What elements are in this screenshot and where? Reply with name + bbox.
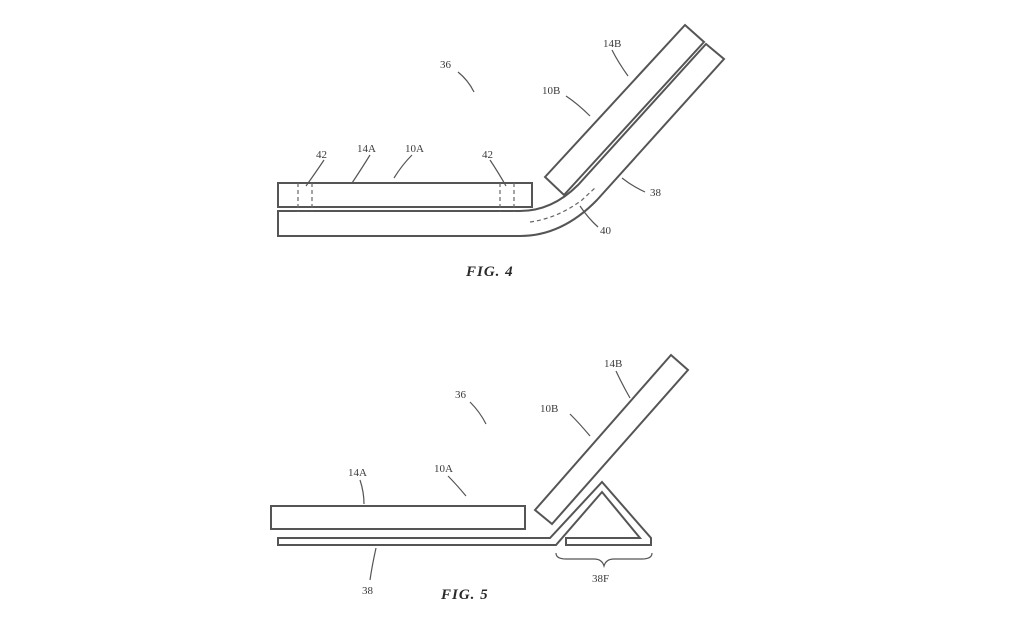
caption-fig4: FIG. 4 (465, 264, 514, 280)
leader-14a-fig5 (359, 479, 365, 505)
label-36-fig5: 36 (455, 389, 467, 401)
label-10b-fig4: 10B (542, 85, 560, 97)
leader-10a-fig5 (447, 475, 467, 497)
caption-fig5: FIG. 5 (440, 587, 489, 603)
leader-10b-fig4 (565, 95, 591, 117)
device-10b-fig4 (543, 23, 706, 197)
label-14b-fig4: 14B (603, 38, 621, 50)
leader-14b-fig4 (611, 49, 629, 77)
leader-36-fig5 (469, 401, 487, 425)
label-14b-fig5: 14B (604, 358, 622, 370)
label-14a-fig4: 14A (357, 143, 376, 155)
leader-14a-fig4 (351, 154, 371, 184)
label-10b-fig5: 10B (540, 403, 558, 415)
leader-42-left (305, 159, 325, 187)
label-42-right: 42 (482, 149, 493, 161)
label-42-left: 42 (316, 149, 327, 161)
cover-38-fig5 (277, 480, 652, 546)
label-36-fig4: 36 (440, 59, 452, 71)
leader-38-fig5 (369, 547, 377, 581)
label-38-fig5: 38 (362, 585, 374, 597)
label-40: 40 (600, 225, 612, 237)
label-14a-fig5: 14A (348, 467, 367, 479)
leader-42-right (489, 159, 507, 187)
brace-38f (555, 552, 653, 569)
device-10a-fig5 (270, 505, 526, 530)
figure-5: 36 14B 10B 14A 10A 38 38F FIG. 5 (270, 353, 690, 603)
leader-14b-fig5 (615, 370, 631, 399)
label-38f: 38F (592, 573, 609, 585)
leader-40 (579, 205, 599, 228)
device-10a-fig4 (277, 182, 533, 208)
hinge-40-dashed (529, 186, 597, 223)
device-10b-fig5 (533, 353, 690, 526)
label-10a-fig5: 10A (434, 463, 453, 475)
leader-36-fig4 (457, 71, 475, 93)
figure-4: 36 14B 10B 14A 10A 42 42 38 40 FIG. 4 (277, 23, 726, 280)
label-38-fig4: 38 (650, 187, 662, 199)
leader-10b-fig5 (569, 413, 591, 437)
cover-38-fig4 (277, 42, 726, 237)
leader-10a-fig4 (393, 154, 413, 179)
leader-38-fig4 (621, 177, 646, 193)
label-10a-fig4: 10A (405, 143, 424, 155)
